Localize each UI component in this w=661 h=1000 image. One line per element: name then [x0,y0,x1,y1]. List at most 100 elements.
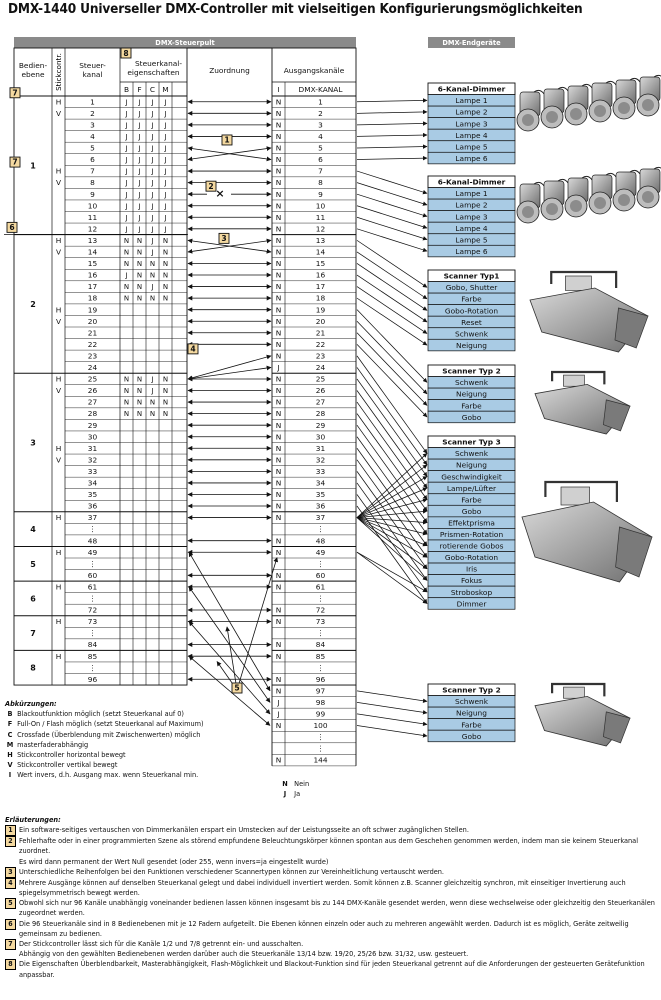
row-prop-b: N [124,387,129,395]
scanner-base-icon [563,374,585,387]
row-invers: N [276,294,282,303]
row-stick: H [56,617,62,626]
abbreviation-text: Blackoutfunktion möglich (setzt Steuerka… [15,709,184,719]
output-device-line [356,297,428,346]
row-prop-c: J [150,225,153,233]
row-stick: V [56,178,61,187]
row-stick: H [56,548,62,557]
device-title: 6-Kanal-Dimmer [438,85,506,94]
row-prop-f: J [137,133,140,141]
extra-invers: N [276,686,282,695]
explanation-number: 5 [5,898,16,910]
row-prop-b: J [124,191,127,199]
row-invers: N [276,213,282,222]
row-prop-f: N [137,249,142,257]
abbreviation-text: Stickcontroller horizontal bewegt [15,750,126,760]
row-output: ⋮ [317,559,324,568]
row-prop-c: J [150,98,153,106]
scanner-yoke-icon [550,270,618,288]
row-stick: V [56,455,61,464]
sub-f: F [137,85,141,94]
row-prop-m: N [163,283,168,291]
device-title: Scanner Typ 2 [442,367,500,376]
explanation-text: Die Eigenschaften Überblendbarkeit, Mast… [19,959,645,979]
output-device-line [356,517,428,536]
device-function-label: Schwenk [455,378,489,387]
console-table-frame [13,47,188,686]
row-prop-b: N [124,399,129,407]
row-channel: 10 [88,201,98,210]
output-device-line [356,690,428,703]
scanner-head-icon [603,399,631,432]
row-channel: 30 [88,432,98,441]
row-prop-b: N [124,410,129,418]
output-device-line [356,286,428,334]
explanation-number: 4 [5,877,16,889]
device-function-label: Stroboskop [451,588,493,597]
row-channel: ⋮ [89,594,96,603]
sub-c: C [150,85,155,94]
device-function-label: Lampe/Lüfter [447,484,497,493]
row-invers: N [276,432,282,441]
row-output: 32 [316,455,325,464]
device-function-label: Lampe 2 [455,201,487,210]
lamp-lens-core [594,197,606,209]
lamp-bracket-icon [533,89,545,95]
abbreviation-key: B [7,709,13,719]
row-prop-m: N [163,249,168,257]
dimmer-lamps-picture-2 [516,166,661,224]
note-marker-number: 7 [12,158,17,167]
row-prop-m: J [163,110,166,118]
device-function-label: Neigung [456,709,487,718]
row-prop-m: N [163,295,168,303]
row-channel: 12 [88,224,97,233]
row-prop-f: J [137,121,140,129]
legend-key-n: N [282,779,288,788]
row-prop-m: J [163,121,166,129]
row-channel: 2 [90,109,95,118]
row-invers: N [276,617,282,626]
device-title: Scanner Typ 2 [442,686,500,695]
row-output: 13 [316,236,326,245]
device-function-label: Schwenk [455,329,489,338]
row-invers: N [276,398,282,407]
row-invers: N [276,640,282,649]
row-prop-m: J [163,225,166,233]
lamp-lens-core [570,200,582,212]
row-prop-f: J [137,225,140,233]
row-channel: 24 [88,363,98,372]
abbreviation-text: Wert invers, d.h. Ausgang max. wenn Steu… [15,770,199,780]
row-prop-b: J [124,202,127,210]
sub-i: I [277,85,279,94]
row-prop-c: J [150,387,153,395]
row-output: 3 [318,120,323,129]
row-prop-f: N [137,272,142,280]
lamp-lens-core [522,206,534,218]
row-invers: N [276,305,282,314]
lamp-lens-core [570,108,582,120]
extra-output: 98 [316,698,326,707]
row-invers: N [276,455,282,464]
sub-b: B [124,85,129,94]
row-output: 16 [316,271,326,280]
row-stick: H [56,167,62,176]
row-channel: 33 [88,467,98,476]
row-output: 11 [316,213,326,222]
row-channel: 4 [90,132,95,141]
device-function-label: Gobo [462,507,482,516]
assignment-swap [187,146,272,162]
row-output: 30 [316,432,326,441]
device-function-label: Lampe 5 [455,235,487,244]
output-device-line [356,182,428,206]
row-output: 20 [316,317,326,326]
row-output: 26 [316,386,326,395]
scanner-head-icon [615,526,653,578]
device-function-box [427,729,516,743]
device-function-label: rotierende Gobos [440,542,504,551]
row-prop-m: N [163,410,168,418]
row-prop-m: J [163,191,166,199]
